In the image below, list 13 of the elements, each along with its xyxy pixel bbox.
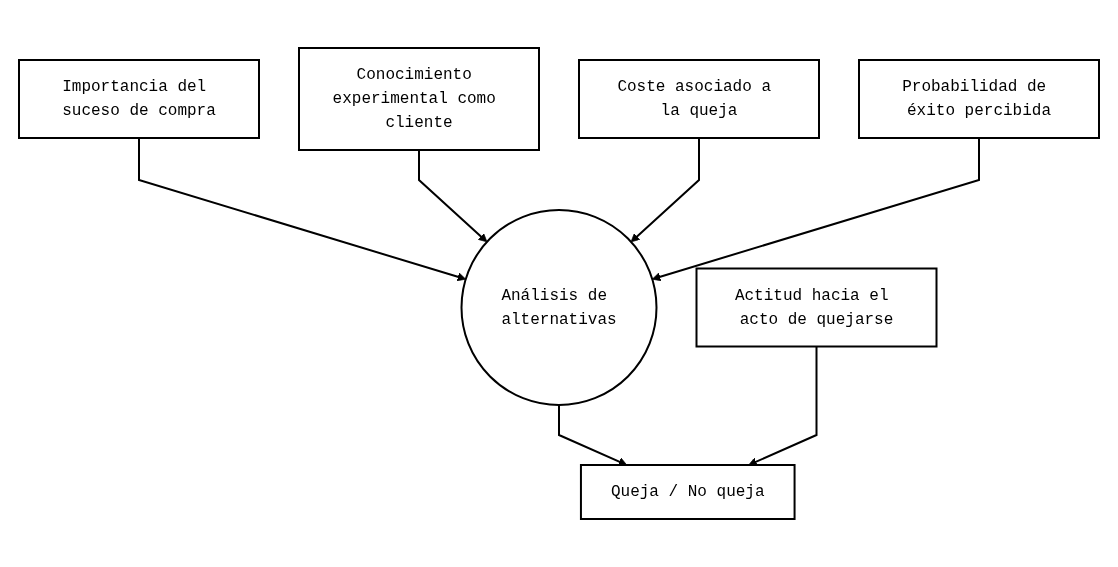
node-circle: Análisis de alternativas — [460, 209, 658, 406]
node-box: Actitud hacia el acto de quejarse — [695, 267, 938, 348]
arrow — [748, 345, 818, 466]
arrow — [418, 149, 488, 243]
node-box: Importancia del suceso de compra — [18, 59, 260, 139]
node-box: Coste asociado a la queja — [578, 59, 820, 139]
arrow — [558, 404, 628, 466]
arrow — [651, 137, 980, 282]
arrow — [630, 137, 700, 243]
arrow — [138, 137, 467, 282]
node-box: Conocimiento experimental como cliente — [298, 47, 540, 151]
node-box: Probabilidad de éxito percibida — [858, 59, 1100, 139]
node-box: Queja / No queja — [579, 464, 796, 520]
